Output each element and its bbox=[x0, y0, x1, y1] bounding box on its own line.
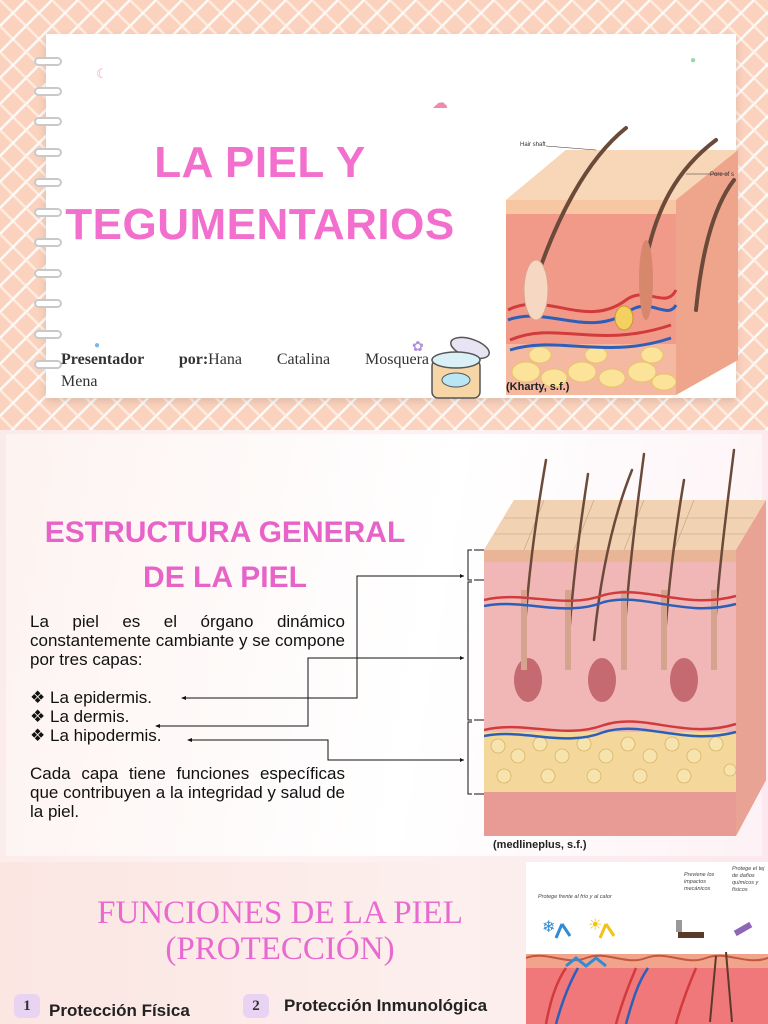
list-item: ❖ La dermis. bbox=[30, 707, 130, 726]
presenter-line-2: Mena bbox=[61, 373, 98, 390]
cream-jar-icon bbox=[431, 336, 490, 399]
binder-ring bbox=[34, 208, 62, 217]
binder-ring bbox=[34, 117, 62, 126]
intro-paragraph: La piel es el órgano dinámico constantem… bbox=[30, 612, 345, 669]
item-number-badge: 2 bbox=[243, 994, 269, 1018]
cloud-icon: ☁ bbox=[432, 95, 448, 112]
page-title: LA PIEL Y TEGUMENTARIOS bbox=[65, 138, 455, 249]
diagram-label: Hair shaft bbox=[520, 142, 546, 148]
binder-ring bbox=[34, 148, 62, 157]
list-item: ❖ La epidermis. bbox=[30, 688, 153, 707]
flower-icon: ✿ bbox=[412, 338, 424, 354]
item-number-badge: 1 bbox=[14, 994, 40, 1018]
hammer-icon bbox=[678, 932, 704, 938]
presenter-line: Presentador por:Hana Catalina Mosquera bbox=[61, 349, 429, 371]
list-item: ❖ La hipodermis. bbox=[30, 726, 162, 745]
presenter-name: Hana Catalina Mosquera bbox=[208, 351, 429, 368]
function-label-immune: Protección Inmunológica bbox=[284, 996, 488, 1015]
dot-icon: ● bbox=[94, 340, 101, 351]
dot-icon: ● bbox=[690, 55, 697, 66]
sun-icon: ☀ bbox=[588, 917, 602, 934]
skin-layers-image bbox=[484, 448, 766, 836]
snowflake-icon: ❄ bbox=[542, 919, 555, 936]
protection-diagram-image: Protege frente al frío y al calor Previe… bbox=[526, 862, 768, 1024]
skin-diagram-image: Hair shaft Pore of s bbox=[506, 126, 738, 395]
section-title: FUNCIONES DE LA PIEL (PROTECCIÓN) bbox=[97, 895, 463, 967]
function-label-physical: Protección Física bbox=[49, 1001, 190, 1020]
binder-ring bbox=[34, 178, 62, 187]
layer-list: ❖ La epidermis. ❖ La dermis. ❖ La hipode… bbox=[30, 688, 162, 745]
diagram-label: Protege el tej de daños químicos y físic… bbox=[732, 866, 765, 893]
binder-ring bbox=[34, 360, 62, 369]
test-tube-icon bbox=[733, 921, 753, 937]
image-citation: (Kharty, s.f.) bbox=[506, 381, 570, 393]
image-citation: (medlineplus, s.f.) bbox=[493, 839, 587, 851]
binder-ring bbox=[34, 57, 62, 66]
closing-paragraph: Cada capa tiene funciones específicas qu… bbox=[30, 764, 345, 821]
slide-title: ☾ ☁ ● ● ✿ LA PIEL Y TEGUMENTARIOS Presen… bbox=[0, 0, 768, 430]
diagram-label: Protege frente al frío y al calor bbox=[538, 894, 613, 900]
moon-icon: ☾ bbox=[96, 66, 108, 81]
binder-ring bbox=[34, 299, 62, 308]
binder-ring bbox=[34, 238, 62, 247]
diagram-label: Pore of s bbox=[710, 172, 734, 178]
binder-ring bbox=[34, 87, 62, 96]
binder-ring bbox=[34, 269, 62, 278]
presenter-label: Presentador por: bbox=[61, 351, 209, 368]
binder-ring bbox=[34, 330, 62, 339]
section-title: ESTRUCTURA GENERAL DE LA PIEL bbox=[44, 516, 406, 594]
layer-connector-lines bbox=[155, 549, 484, 795]
diagram-label: Previene los impactos mecánicos bbox=[684, 872, 715, 892]
